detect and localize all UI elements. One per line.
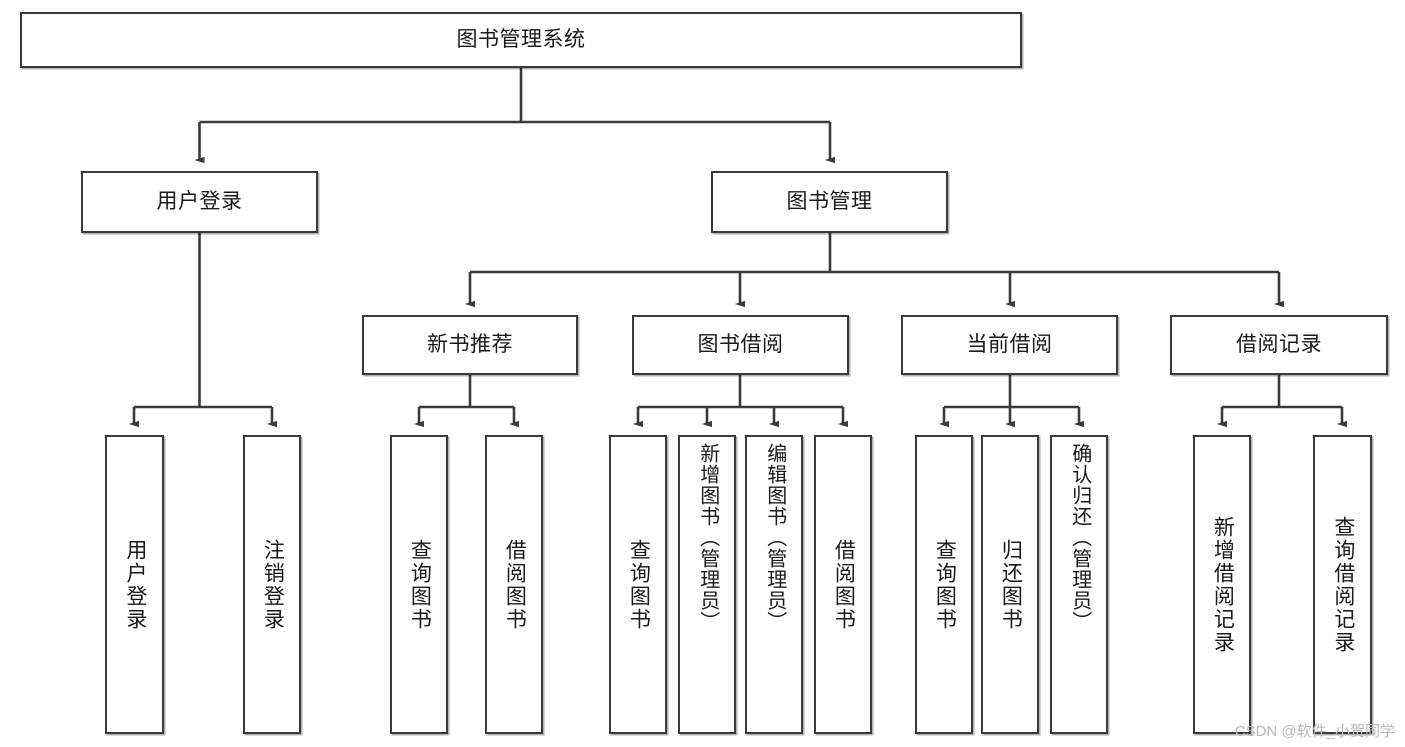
- node-current-borrow-label: 当前借阅: [966, 333, 1053, 357]
- node-leaf-edit-book-admin[interactable]: 编辑图书（管理员）: [745, 435, 803, 734]
- node-leaf-query-book-3[interactable]: 查询图书: [915, 435, 973, 734]
- node-leaf-borrow-book-1-label: 借阅图书: [503, 538, 527, 631]
- node-leaf-query-book-2-label: 查询图书: [627, 538, 651, 631]
- node-root[interactable]: 图书管理系统: [20, 12, 1022, 68]
- node-leaf-logout[interactable]: 注销登录: [243, 435, 301, 734]
- node-leaf-logout-label: 注销登录: [261, 538, 285, 631]
- node-root-label: 图书管理系统: [456, 28, 586, 52]
- node-leaf-add-book-admin-label: 新增图书（管理员）: [696, 443, 719, 632]
- node-leaf-borrow-book-2[interactable]: 借阅图书: [814, 435, 872, 734]
- node-new-book-recommend-label: 新书推荐: [427, 333, 513, 357]
- node-leaf-confirm-return-admin[interactable]: 确认归还（管理员）: [1050, 435, 1108, 734]
- node-leaf-borrow-book-2-label: 借阅图书: [832, 538, 856, 631]
- node-borrow-record[interactable]: 借阅记录: [1170, 315, 1388, 375]
- node-leaf-add-book-admin[interactable]: 新增图书（管理员）: [678, 435, 736, 734]
- node-leaf-user-login[interactable]: 用户登录: [105, 435, 164, 734]
- node-user-login-label: 用户登录: [156, 190, 243, 214]
- node-leaf-edit-book-admin-label: 编辑图书（管理员）: [763, 443, 786, 632]
- node-leaf-query-book-1-label: 查询图书: [408, 538, 432, 631]
- node-new-book-recommend[interactable]: 新书推荐: [362, 315, 578, 375]
- node-leaf-user-login-label: 用户登录: [123, 538, 147, 631]
- node-leaf-query-book-1[interactable]: 查询图书: [390, 435, 448, 734]
- node-user-login[interactable]: 用户登录: [81, 171, 318, 233]
- node-leaf-return-book-label: 归还图书: [999, 538, 1023, 631]
- node-current-borrow[interactable]: 当前借阅: [901, 315, 1118, 375]
- node-book-borrow[interactable]: 图书借阅: [632, 315, 849, 375]
- node-leaf-borrow-book-1[interactable]: 借阅图书: [485, 435, 543, 734]
- node-leaf-query-book-3-label: 查询图书: [933, 538, 957, 631]
- node-leaf-query-book-2[interactable]: 查询图书: [609, 435, 667, 734]
- node-book-manage-label: 图书管理: [786, 190, 873, 214]
- node-book-borrow-label: 图书借阅: [697, 333, 784, 357]
- node-book-manage[interactable]: 图书管理: [711, 171, 948, 233]
- node-leaf-return-book[interactable]: 归还图书: [981, 435, 1039, 734]
- node-borrow-record-label: 借阅记录: [1236, 333, 1322, 357]
- node-leaf-add-borrow-record-label: 新增借阅记录: [1211, 515, 1235, 654]
- watermark: CSDN @软件_小贺同学: [1234, 723, 1395, 740]
- node-leaf-confirm-return-admin-label: 确认归还（管理员）: [1068, 443, 1091, 632]
- node-leaf-query-borrow-record-label: 查询借阅记录: [1331, 515, 1355, 654]
- node-leaf-query-borrow-record[interactable]: 查询借阅记录: [1313, 435, 1372, 734]
- node-leaf-add-borrow-record[interactable]: 新增借阅记录: [1193, 435, 1251, 734]
